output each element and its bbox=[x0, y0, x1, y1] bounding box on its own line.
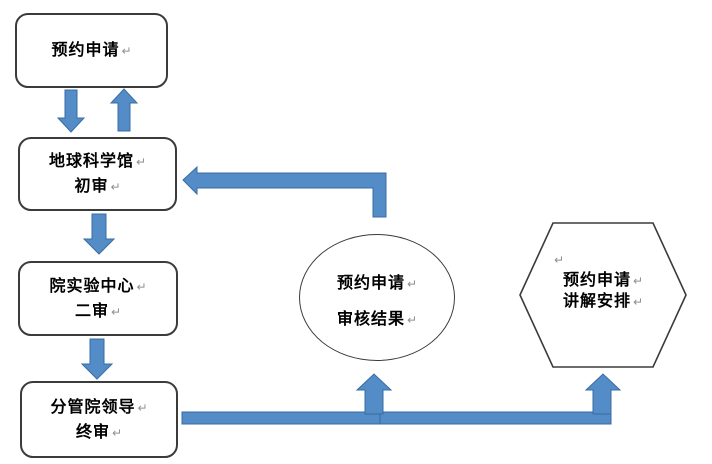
connector-dean-horizontal-right bbox=[379, 411, 612, 425]
return-mark: ↵ bbox=[110, 180, 121, 194]
node-review-result-label-2: 审核结果 bbox=[336, 309, 405, 328]
node-lab-center-review-label-2: 二审 bbox=[74, 300, 109, 320]
return-mark: ↵ bbox=[632, 274, 644, 288]
arrow-bent-result-to-museum bbox=[182, 165, 387, 218]
node-museum-review-label-1: 地球科学馆 bbox=[48, 151, 134, 170]
node-lab-center-review-label-1: 院实验中心 bbox=[49, 275, 135, 295]
arrow-down-museum-to-lab bbox=[82, 213, 116, 255]
hexagon-shape bbox=[519, 222, 687, 368]
return-mark: ↵ bbox=[135, 155, 147, 169]
return-mark: ↵ bbox=[136, 279, 147, 294]
node-dean-final-review-label-2: 终审 bbox=[75, 421, 110, 441]
node-museum-review: 地球科学馆↵ 初审↵ bbox=[18, 137, 177, 211]
node-guide-arrangement: ↵ 预约申请↵ 讲解安排↵ bbox=[520, 223, 686, 367]
node-dean-final-review: 分管院领导↵ 终审↵ bbox=[20, 381, 178, 458]
arrow-down-lab-to-dean bbox=[80, 338, 114, 380]
arrow-up-museum-to-apply bbox=[109, 88, 139, 132]
return-mark: ↵ bbox=[554, 253, 565, 267]
return-mark: ↵ bbox=[121, 44, 132, 58]
return-mark: ↵ bbox=[110, 304, 122, 319]
node-review-result: 预约申请↵ 审核结果↵ bbox=[299, 234, 455, 361]
node-dean-final-review-label-1: 分管院领导 bbox=[50, 396, 136, 416]
return-mark: ↵ bbox=[406, 277, 418, 291]
node-apply-label: 预约申请 bbox=[51, 40, 120, 59]
node-apply: 预约申请↵ bbox=[15, 13, 168, 88]
node-lab-center-review: 院实验中心↵ 二审↵ bbox=[18, 261, 178, 336]
connector-dean-horizontal-left bbox=[181, 411, 381, 425]
return-mark: ↵ bbox=[632, 295, 644, 309]
node-guide-arrangement-label-2: 讲解安排 bbox=[562, 291, 631, 310]
node-museum-review-label-2: 初审 bbox=[74, 176, 109, 195]
return-mark: ↵ bbox=[406, 313, 418, 327]
arrow-up-to-arrangement bbox=[584, 373, 622, 415]
arrow-down-apply-to-museum bbox=[56, 89, 86, 133]
return-mark: ↵ bbox=[137, 400, 148, 415]
node-review-result-label-1: 预约申请 bbox=[336, 273, 405, 292]
return-mark: ↵ bbox=[111, 425, 123, 440]
node-guide-arrangement-label-1: 预约申请 bbox=[562, 270, 631, 289]
arrow-up-to-result bbox=[355, 373, 393, 415]
